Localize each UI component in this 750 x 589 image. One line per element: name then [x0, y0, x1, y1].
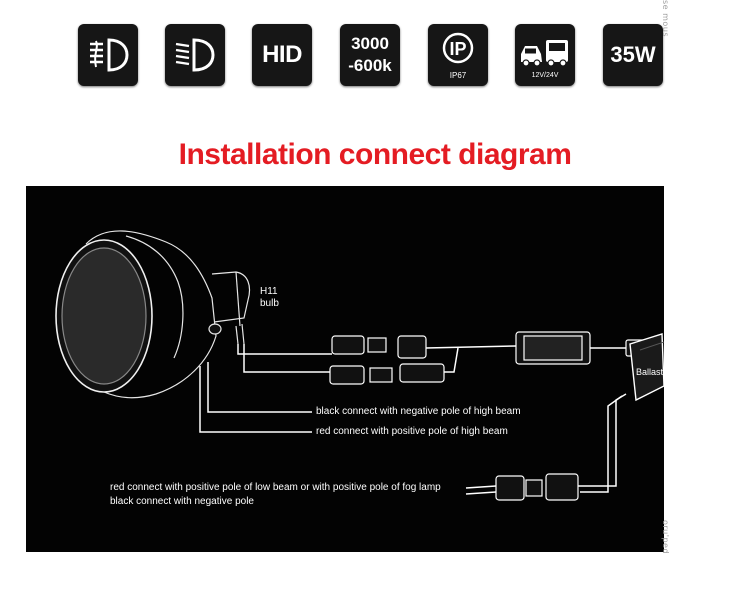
wattage-text: 35W	[610, 42, 656, 67]
color-temperature-tile: 3000 -600k	[340, 24, 400, 86]
low-beam-symbol-tile	[165, 24, 225, 86]
wiring-lines	[199, 344, 655, 495]
wattage-tile: 35W	[603, 24, 663, 86]
fog-light-icon	[90, 38, 129, 72]
note-high-beam-negative: black connect with negative pole of high…	[316, 406, 521, 417]
ip-rating-subtext: IP67	[449, 71, 467, 80]
ip-circle-icon: IP	[442, 32, 474, 64]
note-high-beam-positive: red connect with positive pole of high b…	[316, 426, 508, 437]
hid-text: HID	[262, 41, 302, 68]
side-watermark-top: se mous	[661, 0, 670, 38]
fog-lamp-housing	[55, 230, 251, 399]
voltage-subtext: 12V/24V	[531, 72, 559, 79]
note-low-beam-positive: red connect with positive pole of low be…	[110, 482, 441, 493]
side-watermark-bottom: oru'ped	[661, 520, 670, 555]
waterproof-rating-tile: IP IP67	[428, 24, 488, 86]
color-temperature-line2: -600k	[348, 56, 392, 75]
wiring-diagram-panel: H11 bulb Ballast black connect with nega…	[26, 186, 664, 552]
note-negative: black connect with negative pole	[110, 496, 254, 507]
vehicle-voltage-tile: 12V/24V	[515, 24, 575, 86]
bulb-label-line2: bulb	[260, 298, 279, 309]
page-title: Installation connect diagram	[178, 138, 572, 171]
ballast-label: Ballast	[636, 367, 664, 377]
feature-icon-row: HID 3000 -600k IP IP67 12V/24V 35W	[0, 0, 750, 110]
color-temperature-line1: 3000	[351, 34, 389, 53]
bulb-label-line1: H11	[260, 286, 278, 297]
hid-tile: HID	[252, 24, 312, 86]
fog-light-symbol-tile	[78, 24, 138, 86]
ballast-box	[629, 333, 664, 402]
ip-text: IP	[449, 39, 466, 59]
low-beam-icon	[175, 38, 215, 72]
wiring-diagram	[55, 230, 664, 501]
car-truck-icon	[521, 40, 568, 67]
